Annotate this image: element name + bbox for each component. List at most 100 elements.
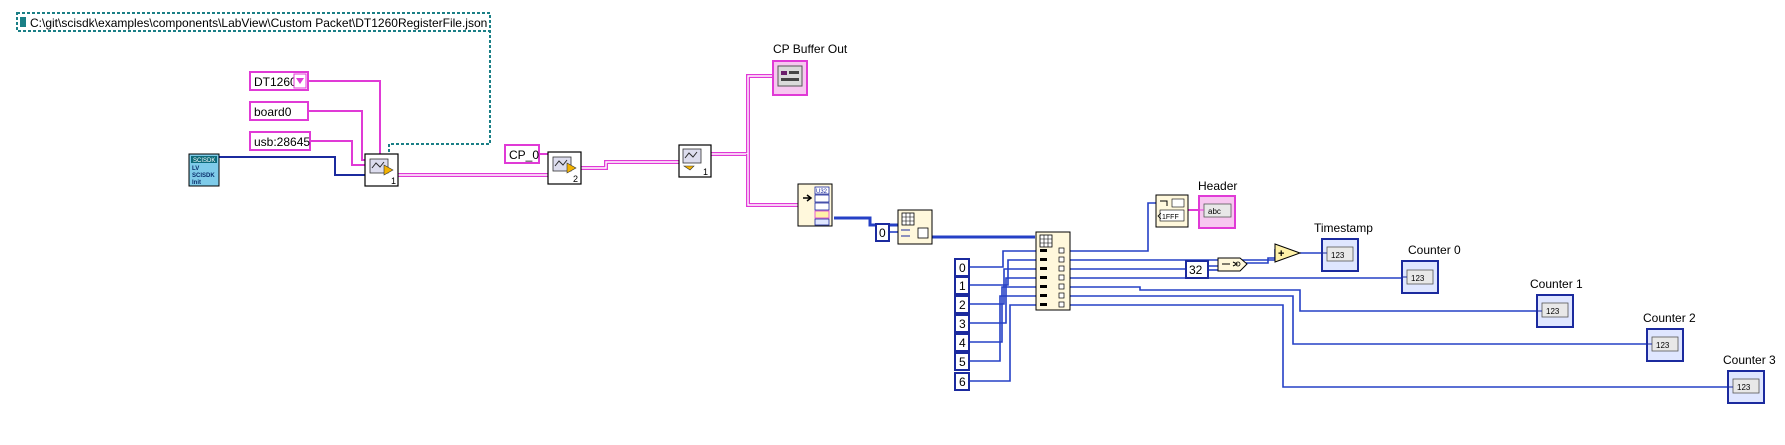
svg-text:123: 123	[1737, 383, 1751, 392]
arrow-icon	[566, 162, 577, 174]
svg-text:1: 1	[959, 279, 966, 293]
svg-text:0: 0	[959, 261, 966, 275]
svg-text:SCISDK: SCISDK	[193, 158, 215, 164]
svg-text:123: 123	[1411, 274, 1425, 283]
idx-wire-5	[968, 295, 1036, 362]
svg-text:123: 123	[1331, 251, 1345, 260]
scisdk-init-vi[interactable]: SCISDK LV SCISDK Init	[188, 153, 220, 187]
init-wire	[218, 156, 365, 176]
svg-text:5: 5	[959, 355, 966, 369]
unbundle-node[interactable]: U32	[797, 183, 833, 227]
svg-text:1: 1	[391, 176, 396, 186]
svg-text:abc: abc	[1208, 207, 1221, 216]
counter-1-indicator[interactable]: Counter 1 123	[1530, 277, 1583, 328]
svg-text:usb:28645: usb:28645	[254, 135, 310, 149]
svg-text:CP Buffer Out: CP Buffer Out	[773, 42, 848, 56]
svg-text:2: 2	[573, 174, 578, 184]
unbundle-icon	[803, 194, 813, 202]
path-wire	[388, 30, 491, 153]
model-wire	[308, 80, 381, 156]
svg-text:SCISDK: SCISDK	[192, 173, 215, 179]
out-counter1-wire	[1070, 286, 1537, 312]
handle-wire-2-core	[580, 161, 680, 169]
svg-text:123: 123	[1546, 307, 1560, 316]
svg-text:Counter 1: Counter 1	[1530, 277, 1583, 291]
index-constant-2[interactable]: 2	[954, 295, 970, 314]
svg-text:Timestamp: Timestamp	[1314, 221, 1373, 235]
shift-amount-constant[interactable]: 32	[1185, 260, 1209, 279]
svg-text:2: 2	[959, 298, 966, 312]
usb-wire	[310, 140, 368, 166]
idx-wire-1	[968, 259, 1036, 286]
board-wire	[308, 110, 375, 161]
index-array-node-2[interactable]	[1035, 231, 1071, 311]
buffer-name-constant[interactable]: CP_0	[504, 144, 540, 164]
allocate-buffer-vi[interactable]: 2	[547, 151, 582, 185]
svg-text:6: 6	[959, 375, 966, 389]
timestamp-indicator[interactable]: Timestamp 123	[1314, 221, 1373, 272]
buffer-wire-down	[746, 154, 798, 207]
idx-wire-3	[968, 277, 1036, 324]
read-data-vi[interactable]: 1	[678, 144, 712, 178]
svg-text:4: 4	[959, 336, 966, 350]
path-constant[interactable]: C:\git\scisdk\examples\components\LabVie…	[16, 12, 491, 32]
svg-text:board0: board0	[254, 105, 292, 119]
index-constant-3[interactable]: 3	[954, 314, 970, 333]
path-icon	[20, 17, 26, 27]
arrow-icon	[383, 164, 394, 176]
svg-text:Header: Header	[1198, 179, 1237, 193]
svg-text:3: 3	[959, 317, 966, 331]
arrow-icon	[683, 165, 695, 171]
index-array-node-1[interactable]	[897, 209, 933, 245]
svg-text:0: 0	[879, 226, 886, 240]
svg-text:32: 32	[1189, 263, 1203, 277]
out-header-wire	[1070, 202, 1157, 252]
svg-text:Init: Init	[192, 180, 201, 186]
model-constant[interactable]: DT1260	[249, 71, 309, 91]
index-constant-1[interactable]: 1	[954, 276, 970, 295]
index-constant-0[interactable]: 0	[954, 258, 970, 277]
svg-text:CP_0: CP_0	[509, 148, 539, 162]
svg-text:1FFF: 1FFF	[1162, 214, 1179, 221]
index-constant-5[interactable]: 5	[954, 352, 970, 371]
number-to-string-node[interactable]: 1FFF	[1155, 194, 1189, 228]
svg-text:Counter 2: Counter 2	[1643, 311, 1696, 325]
handle-wire-2	[580, 160, 680, 170]
cluster-icon	[777, 65, 803, 87]
buffer-wire-up	[710, 74, 773, 156]
counter-3-indicator[interactable]: Counter 3 123	[1723, 353, 1776, 404]
idx-wire-4	[968, 286, 1036, 343]
svg-text:123: 123	[1656, 341, 1670, 350]
out-counter3-wire	[1070, 304, 1728, 388]
index-constant-4[interactable]: 4	[954, 333, 970, 352]
cp-buffer-out-indicator[interactable]: CP Buffer Out	[772, 42, 848, 96]
array-icon	[1039, 234, 1053, 248]
svg-text:C:\git\scisdk\examples\compone: C:\git\scisdk\examples\components\LabVie…	[30, 16, 487, 30]
counter-2-indicator[interactable]: Counter 2 123	[1643, 311, 1696, 362]
header-indicator[interactable]: Header abc	[1198, 179, 1237, 229]
svg-text:Counter 3: Counter 3	[1723, 353, 1776, 367]
shift-icon	[1222, 261, 1239, 267]
usb-constant[interactable]: usb:28645	[249, 131, 311, 151]
index-constant-6[interactable]: 6	[954, 372, 970, 391]
svg-text:1: 1	[703, 167, 708, 177]
svg-text:LV: LV	[192, 166, 199, 172]
idx-wire-0	[968, 250, 1036, 268]
logical-shift-node[interactable]	[1217, 257, 1248, 272]
buffer-wire-down-core	[747, 154, 798, 206]
index-zero-constant[interactable]: 0	[875, 223, 890, 242]
board-constant[interactable]: board0	[249, 101, 309, 121]
array-icon	[901, 212, 915, 226]
out-counter2-wire	[1070, 295, 1647, 345]
svg-text:+: +	[1278, 248, 1284, 260]
idx-wire-6	[968, 304, 1036, 382]
svg-text:DT1260: DT1260	[254, 75, 297, 89]
shift-to-add-wire	[1246, 257, 1275, 264]
svg-text:U32: U32	[816, 189, 828, 195]
counter-0-indicator[interactable]: Counter 0 123	[1401, 243, 1461, 294]
add-node[interactable]: +	[1274, 243, 1302, 263]
open-device-vi[interactable]: 1	[364, 153, 399, 187]
index-terminals	[1040, 247, 1065, 308]
svg-text:Counter 0: Counter 0	[1408, 243, 1461, 257]
